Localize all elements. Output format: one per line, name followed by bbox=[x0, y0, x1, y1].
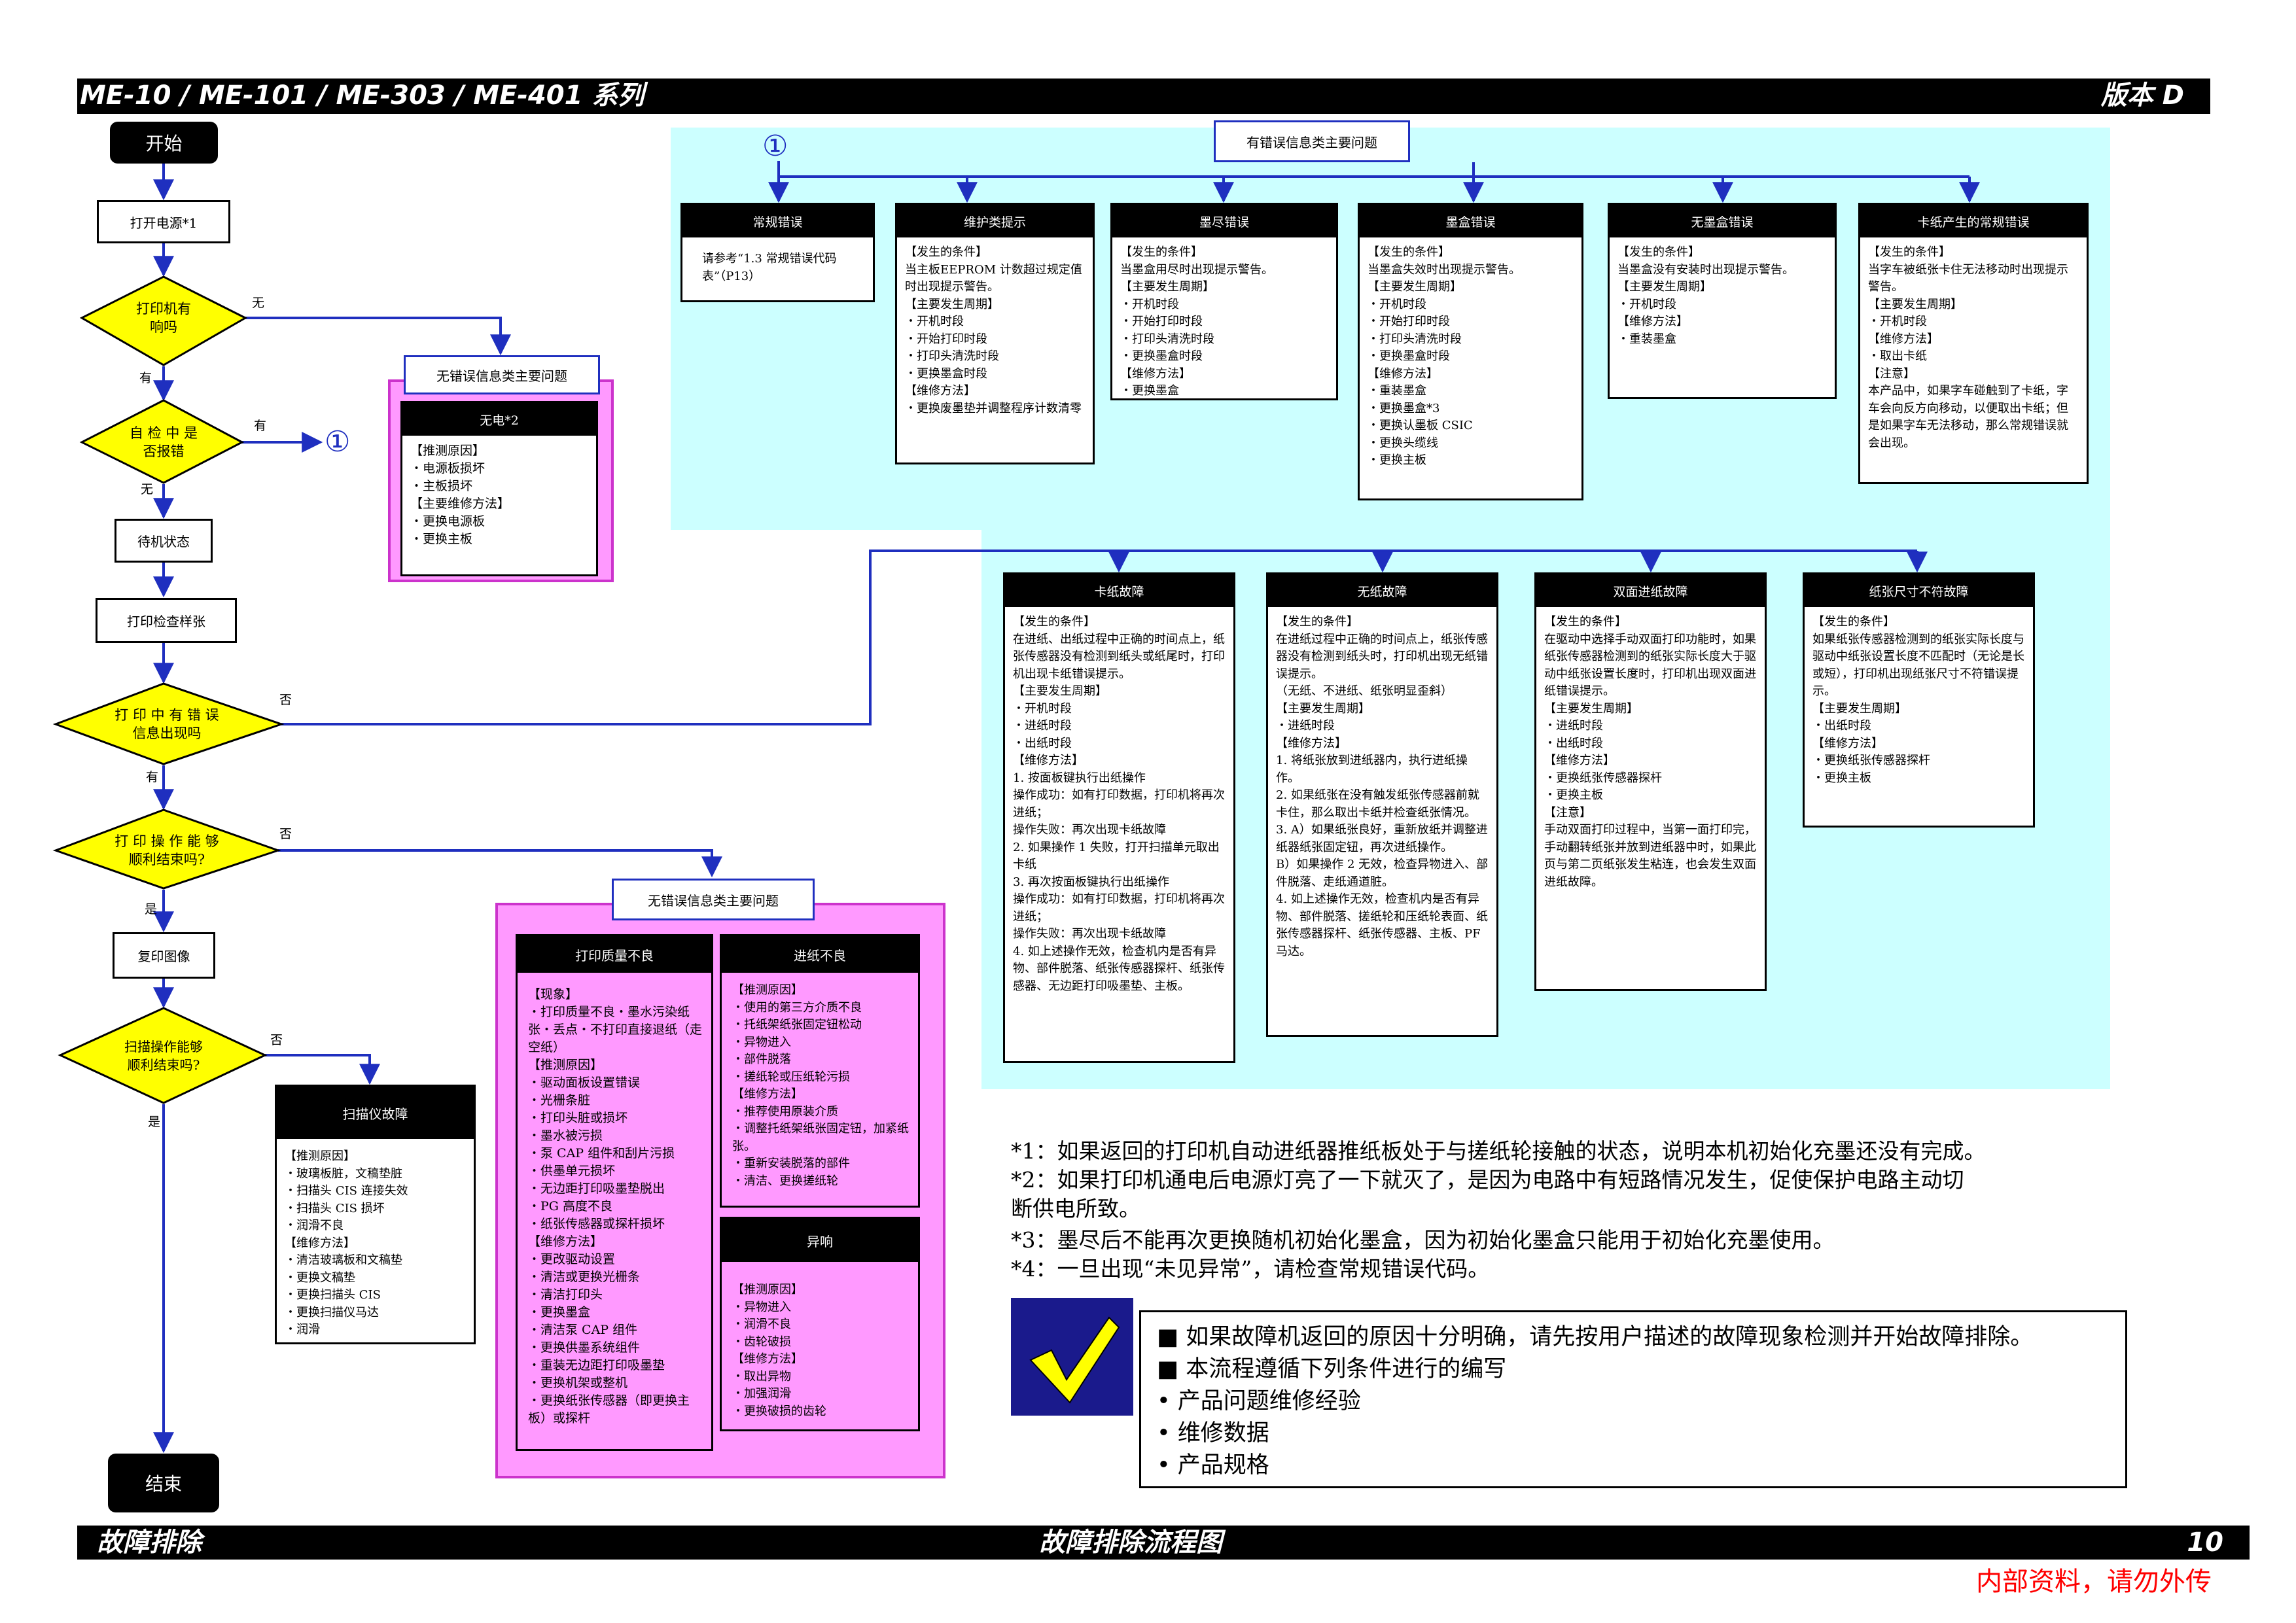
label-print-ok-yes: 是 bbox=[145, 902, 158, 916]
label-no-response: 无 bbox=[252, 296, 265, 310]
error-card-paper-size-body: 【发生的条件】 如果纸张传感器检测到的纸张实际长度与驱动中纸张设置长度不匹配时（… bbox=[1812, 615, 2024, 785]
error-card-paper-jam-general-body: 【发生的条件】 当字车被纸张卡住无法移动时出现提示警告。 【主要发生周期】 ・开… bbox=[1868, 245, 2068, 450]
scan-ok-label: 扫描操作能够 顺利结束吗? bbox=[124, 1039, 203, 1073]
error-card-general-title: 常规错误 bbox=[682, 205, 873, 237]
error-group-title: 有错误信息类主要问题 bbox=[1214, 120, 1410, 162]
error-card-no-paper: 无纸故障 【发生的条件】 在进纸过程中正确的时间点上，纸张传感器没有检测到纸头时… bbox=[1266, 572, 1498, 1037]
note-2: *2：如果打印机通电后电源灯亮了一下就灭了，是因为电路中有短路情况发生，促使保护… bbox=[1011, 1167, 1964, 1221]
error-card-double-feed-title: 双面进纸故障 bbox=[1536, 574, 1765, 607]
no-error-card-feed: 进纸不良 【推测原因】 ・使用的第三方介质不良 ・托纸架纸张固定钮松动 ・异物进… bbox=[720, 934, 920, 1208]
print-ok-label: 打 印 操 作 能 够 顺利结束吗? bbox=[115, 833, 219, 867]
error-card-paper-size: 纸张尺寸不符故障 【发生的条件】 如果纸张传感器检测到的纸张实际长度与驱动中纸张… bbox=[1803, 572, 2035, 828]
error-card-general: 常规错误 请参考“1.3 常规错误代码表”（P13） bbox=[680, 203, 875, 302]
no-power-card-title: 无电*2 bbox=[402, 403, 596, 436]
end-terminal: 结束 bbox=[108, 1454, 219, 1512]
no-power-card-body: 【推测原因】 ・电源板损坏 ・主板损坏 【主要维修方法】 ・更换电源板 ・更换主… bbox=[410, 444, 510, 546]
footer-page-number: 10 bbox=[2187, 1527, 2223, 1558]
label-scan-ok-no: 否 bbox=[270, 1033, 283, 1047]
error-card-ink-end-body: 【发生的条件】 当墨盒用尽时出现提示警告。 【主要发生周期】 ・开机时段 ・开始… bbox=[1120, 245, 1273, 398]
printer-response-label: 打印机有 响吗 bbox=[136, 301, 191, 335]
error-card-no-cartridge-body: 【发生的条件】 当墨盒没有安装时出现提示警告。 【主要发生周期】 ・开机时段 【… bbox=[1617, 245, 1794, 346]
scanner-card-body: 【推测原因】 ・玻璃板脏，文稿垫脏 ・扫描头 CIS 连接失效 ・扫描头 CIS… bbox=[285, 1149, 408, 1336]
error-card-paper-jam-general: 卡纸产生的常规错误 【发生的条件】 当字车被纸张卡住无法移动时出现提示警告。 【… bbox=[1858, 203, 2089, 484]
scanner-card-title: 扫描仪故障 bbox=[277, 1087, 474, 1139]
decision-print-error bbox=[52, 682, 285, 765]
print-error-label: 打 印 中 有 错 误 信息出现吗 bbox=[115, 707, 219, 741]
error-card-paper-jam: 卡纸故障 【发生的条件】 在进纸、出纸过程中正确的时间点上，纸张传感器没有检测到… bbox=[1003, 572, 1235, 1063]
error-card-maintenance-title: 维护类提示 bbox=[897, 205, 1093, 237]
no-error-card-noise-body: 【推测原因】 ・异物进入 ・润滑不良 ・齿轮破损 【维修方法】 ・取出异物 ・加… bbox=[732, 1283, 826, 1418]
no-error-card-noise-title: 异响 bbox=[722, 1219, 918, 1262]
no-power-group-title: 无错误信息类主要问题 bbox=[404, 355, 600, 394]
label-print-ok-no: 否 bbox=[279, 827, 292, 841]
no-power-card: 无电*2 【推测原因】 ・电源板损坏 ・主板损坏 【主要维修方法】 ・更换电源板… bbox=[400, 401, 598, 576]
header-version: 版本 D bbox=[2100, 80, 2184, 111]
copy-step: 复印图像 bbox=[113, 932, 215, 979]
label-has-response: 有 bbox=[139, 371, 152, 385]
error-card-ink-end: 墨尽错误 【发生的条件】 当墨盒用尽时出现提示警告。 【主要发生周期】 ・开机时… bbox=[1110, 203, 1338, 400]
check-icon bbox=[1011, 1298, 1133, 1416]
label-print-error-no: 否 bbox=[279, 693, 292, 707]
error-card-ink-end-title: 墨尽错误 bbox=[1112, 205, 1336, 237]
decision-self-check bbox=[79, 399, 245, 484]
no-error-card-feed-body: 【推测原因】 ・使用的第三方介质不良 ・托纸架纸张固定钮松动 ・异物进入 ・部件… bbox=[732, 983, 909, 1188]
label-self-check-none: 无 bbox=[141, 482, 154, 497]
footer-section: 故障排除 bbox=[97, 1527, 202, 1558]
note-4: *4：一旦出现“未见异常”，请检查常规错误代码。 bbox=[1011, 1256, 1490, 1282]
error-card-maintenance-body: 【发生的条件】 当主板EEPROM 计数超过规定值时出现提示警告。 【主要发生周… bbox=[905, 245, 1082, 415]
error-card-no-cartridge: 无墨盒错误 【发生的条件】 当墨盒没有安装时出现提示警告。 【主要发生周期】 ・… bbox=[1608, 203, 1837, 399]
self-check-label: 自 检 中 是 否报错 bbox=[129, 425, 198, 459]
print-test-step: 打印检查样张 bbox=[96, 598, 237, 643]
connector-mark-top: ① bbox=[762, 130, 788, 163]
error-card-no-paper-title: 无纸故障 bbox=[1268, 574, 1496, 607]
decision-print-ok bbox=[52, 809, 281, 890]
scanner-card: 扫描仪故障 【推测原因】 ・玻璃板脏，文稿垫脏 ・扫描头 CIS 连接失效 ・扫… bbox=[275, 1085, 476, 1344]
label-self-check-error: 有 bbox=[254, 419, 267, 433]
no-error-card-print-quality-title: 打印质量不良 bbox=[518, 936, 711, 973]
error-card-paper-jam-body: 【发生的条件】 在进纸、出纸过程中正确的时间点上，纸张传感器没有检测到纸头或纸尾… bbox=[1013, 615, 1225, 993]
no-error-card-print-quality-body: 【现象】 ・打印质量不良・墨水污染纸张・丢点・不打印直接退纸（走空纸） 【推测原… bbox=[528, 987, 703, 1425]
decision-scan-ok bbox=[58, 1007, 268, 1104]
label-scan-ok-yes: 是 bbox=[148, 1115, 161, 1129]
error-card-paper-size-title: 纸张尺寸不符故障 bbox=[1805, 574, 2033, 607]
note-1: *1：如果返回的打印机自动进纸器推纸板处于与搓纸轮接触的状态，说明本机初始化充墨… bbox=[1011, 1138, 1986, 1164]
footer-page-title: 故障排除流程图 bbox=[1039, 1527, 1222, 1558]
standby-step: 待机状态 bbox=[115, 519, 213, 563]
error-card-no-paper-body: 【发生的条件】 在进纸过程中正确的时间点上，纸张传感器没有检测到纸头时，打印机出… bbox=[1276, 615, 1489, 958]
error-card-cartridge-title: 墨盒错误 bbox=[1360, 205, 1581, 237]
error-card-paper-jam-title: 卡纸故障 bbox=[1005, 574, 1233, 607]
label-print-error-yes: 有 bbox=[146, 770, 159, 784]
error-card-double-feed: 双面进纸故障 【发生的条件】 在驱动中选择手动双面打印功能时，如果纸张传感器检测… bbox=[1534, 572, 1767, 991]
no-error-card-print-quality: 打印质量不良 【现象】 ・打印质量不良・墨水污染纸张・丢点・不打印直接退纸（走空… bbox=[516, 934, 713, 1451]
note-3: *3：墨尽后不能再次更换随机初始化墨盒，因为初始化墨盒只能用于初始化充墨使用。 bbox=[1011, 1227, 1835, 1253]
guidance-box: ■ 如果故障机返回的原因十分明确，请先按用户描述的故障现象检测并开始故障排除。 … bbox=[1139, 1310, 2127, 1488]
error-card-cartridge: 墨盒错误 【发生的条件】 当墨盒失效时出现提示警告。 【主要发生周期】 ・开机时… bbox=[1358, 203, 1583, 500]
footer-bar: 故障排除 故障排除流程图 10 bbox=[77, 1526, 2250, 1560]
error-card-general-body: 请参考“1.3 常规错误代码表”（P13） bbox=[702, 252, 837, 283]
error-card-cartridge-body: 【发生的条件】 当墨盒失效时出现提示警告。 【主要发生周期】 ・开机时段 ・开始… bbox=[1368, 245, 1521, 467]
start-terminal: 开始 bbox=[110, 122, 218, 164]
confidential-notice: 内部资料，请勿外传 bbox=[1976, 1567, 2212, 1597]
error-card-no-cartridge-title: 无墨盒错误 bbox=[1610, 205, 1835, 237]
header-title: ME-10 / ME-101 / ME-303 / ME-401 系列 bbox=[80, 80, 645, 111]
error-card-paper-jam-general-title: 卡纸产生的常规错误 bbox=[1860, 205, 2087, 237]
power-on-step: 打开电源*1 bbox=[97, 200, 230, 243]
no-error-card-feed-title: 进纸不良 bbox=[722, 936, 918, 973]
no-error-group-title: 无错误信息类主要问题 bbox=[612, 879, 815, 920]
no-error-card-noise: 异响 【推测原因】 ・异物进入 ・润滑不良 ・齿轮破损 【维修方法】 ・取出异物… bbox=[720, 1217, 920, 1431]
error-card-double-feed-body: 【发生的条件】 在驱动中选择手动双面打印功能时，如果纸张传感器检测到的纸张实际长… bbox=[1544, 615, 1756, 889]
header-bar: ME-10 / ME-101 / ME-303 / ME-401 系列 版本 D bbox=[77, 79, 2210, 114]
decision-printer-response bbox=[79, 275, 248, 366]
error-card-maintenance: 维护类提示 【发生的条件】 当主板EEPROM 计数超过规定值时出现提示警告。 … bbox=[895, 203, 1095, 464]
connector-mark-left: ① bbox=[325, 425, 351, 459]
